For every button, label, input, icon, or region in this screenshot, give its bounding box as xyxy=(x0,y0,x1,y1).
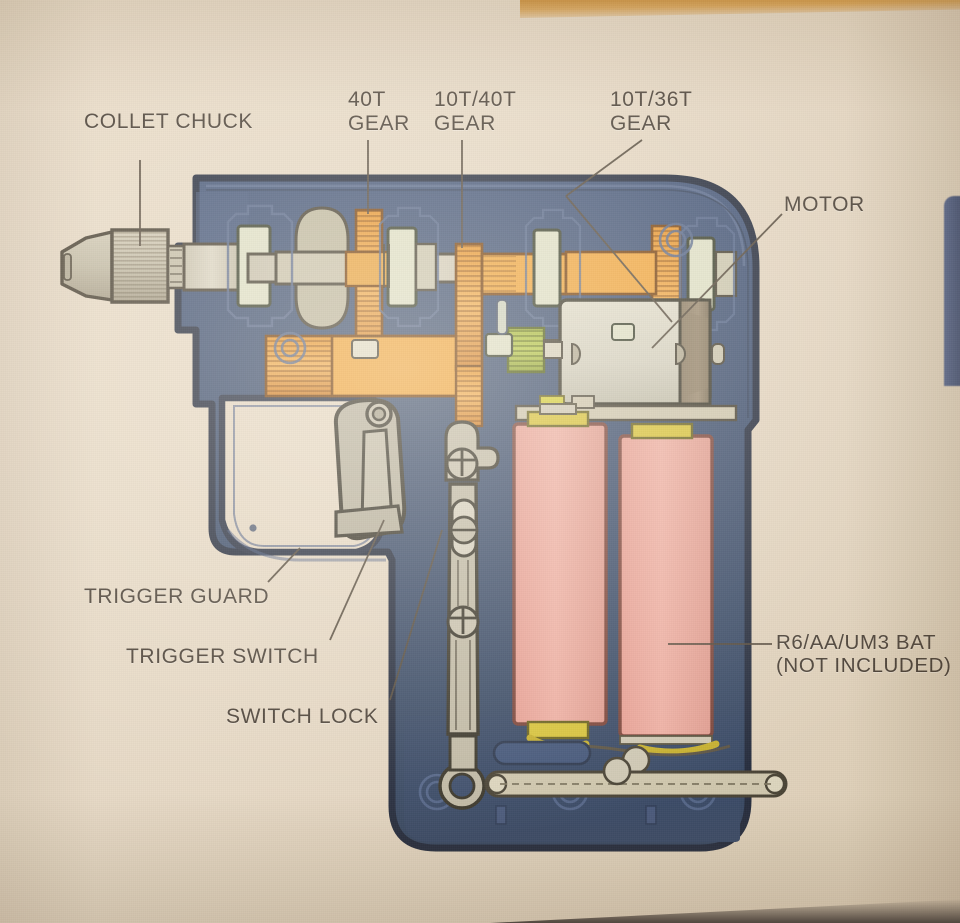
bearing-block-2 xyxy=(378,206,440,328)
switch-lock xyxy=(438,420,500,810)
leader-gear-10t-36t-2 xyxy=(565,195,673,323)
label-gear-40t: 40T GEAR xyxy=(348,88,410,135)
label-switch-lock: SWITCH LOCK xyxy=(226,705,379,728)
battery-pack xyxy=(492,403,731,775)
housing-slots xyxy=(351,299,635,359)
grip-linkage xyxy=(484,756,788,825)
battery-right xyxy=(618,422,720,756)
label-trigger-switch: TRIGGER SWITCH xyxy=(126,645,319,668)
label-gear-10t-40t: 10T/40T GEAR xyxy=(434,88,517,135)
battery-left xyxy=(512,403,608,751)
label-motor: MOTOR xyxy=(784,193,865,216)
leader-trigger-switch xyxy=(329,519,385,641)
leader-gear-10t-36t xyxy=(565,139,643,197)
leader-trigger-guard xyxy=(267,547,301,583)
leader-switch-lock xyxy=(389,529,443,701)
label-battery: R6/AA/UM3 BAT (NOT INCLUDED) xyxy=(776,631,952,678)
trigger-switch xyxy=(333,398,407,541)
label-trigger-guard: TRIGGER GUARD xyxy=(84,585,270,608)
right-edge-blue-object xyxy=(944,196,960,386)
label-collet-chuck: COLLET CHUCK xyxy=(84,110,254,133)
label-gear-10t-36t: 10T/36T GEAR xyxy=(610,88,693,135)
leader-motor xyxy=(651,213,783,349)
collet-chuck xyxy=(60,228,242,304)
callout-leader-lines xyxy=(139,139,783,701)
